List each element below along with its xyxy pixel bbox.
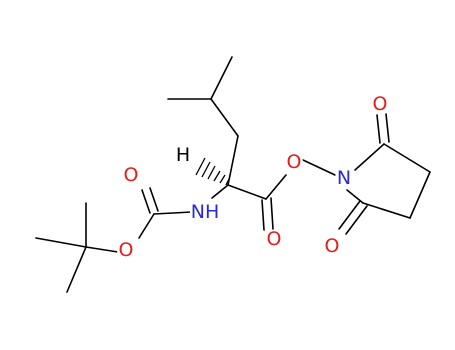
svg-text:H: H — [176, 144, 190, 166]
atom-o-carbamate-ether: O — [117, 239, 135, 261]
o-n-bond — [302, 159, 336, 176]
atom-nh: NH — [190, 200, 220, 223]
atom-o-ester-carbonyl: O — [265, 228, 283, 250]
carbamate-group — [138, 187, 193, 239]
svg-text:NH: NH — [191, 201, 220, 223]
svg-text:O: O — [124, 164, 139, 186]
svg-text:O: O — [373, 93, 388, 115]
stereo-hash-wedge — [195, 157, 230, 186]
svg-text:N: N — [337, 167, 351, 189]
isobutyl-side-chain — [167, 56, 239, 186]
ester-group — [227, 174, 287, 231]
svg-text:O: O — [267, 228, 282, 250]
succinimide-ring — [338, 113, 431, 235]
atom-o-imide-bottom: O — [323, 235, 341, 257]
nh-alpha-bond — [211, 184, 229, 199]
svg-text:O: O — [119, 239, 134, 261]
atom-o-imide-top: O — [371, 93, 389, 115]
svg-text:O: O — [287, 151, 302, 173]
tert-butyl-group — [35, 202, 119, 293]
atom-n-imide: N — [335, 167, 353, 189]
svg-text:O: O — [325, 235, 340, 257]
atom-o-carbamate-carbonyl: O — [122, 164, 140, 186]
atom-o-ester-single: O — [285, 151, 303, 173]
atom-h-stereo: H — [176, 144, 190, 166]
